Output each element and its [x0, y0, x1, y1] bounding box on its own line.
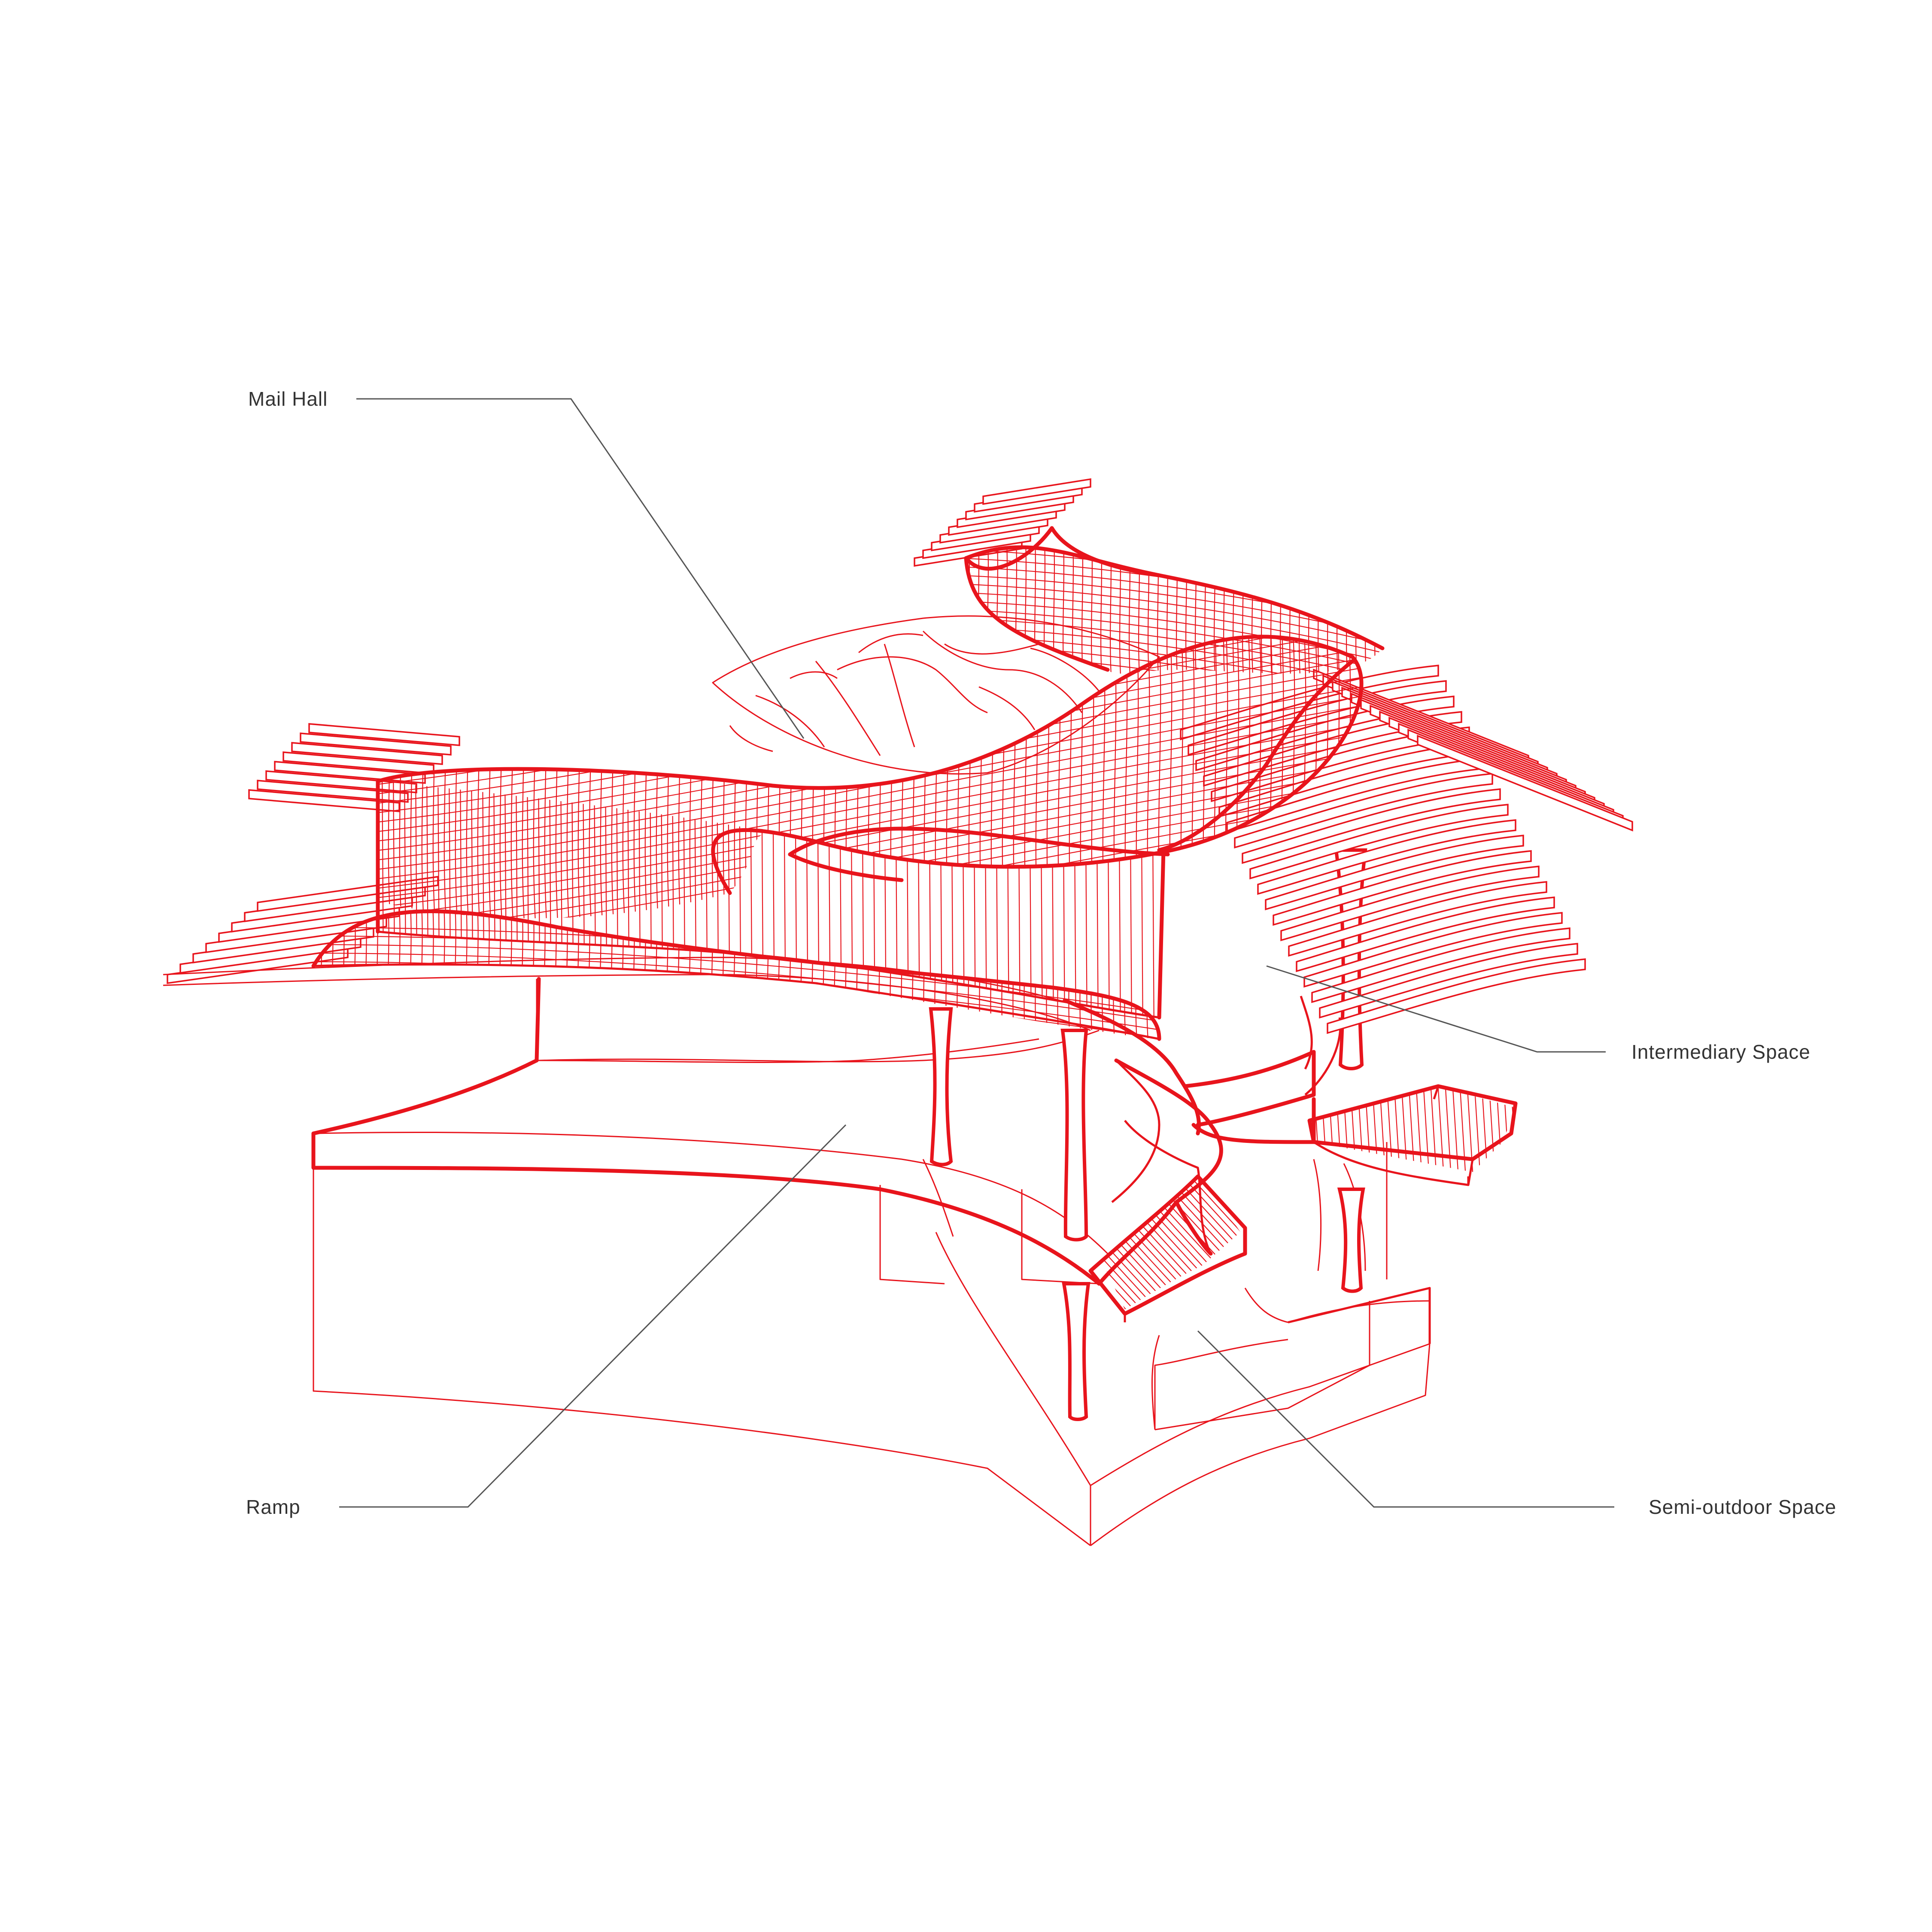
roof-slats-right	[1180, 665, 1633, 1034]
base-plinth	[311, 977, 1431, 1546]
ramp-structure	[313, 979, 1342, 1286]
columns	[929, 848, 1367, 1421]
leader-ramp	[339, 1124, 847, 1508]
label-intermediary-space: Intermediary Space	[1631, 1041, 1810, 1063]
leader-semi-outdoor-space	[1197, 1330, 1614, 1508]
roof-surface-main	[376, 635, 1364, 918]
label-mail-hall: Mail Hall	[248, 388, 328, 410]
leader-lines	[339, 398, 1614, 1508]
upper-stair-landing	[1307, 1084, 1518, 1186]
label-ramp: Ramp	[246, 1496, 301, 1518]
lower-stair	[1088, 1174, 1247, 1322]
leader-intermediary-space	[1266, 965, 1606, 1053]
label-semi-outdoor-space: Semi-outdoor Space	[1649, 1496, 1836, 1518]
labels: Mail Hall Intermediary Space Ramp Semi-o…	[246, 388, 1836, 1518]
roof-slats-back	[914, 478, 1091, 567]
roof-slats-left	[167, 723, 460, 984]
leader-mail-hall	[356, 398, 805, 739]
